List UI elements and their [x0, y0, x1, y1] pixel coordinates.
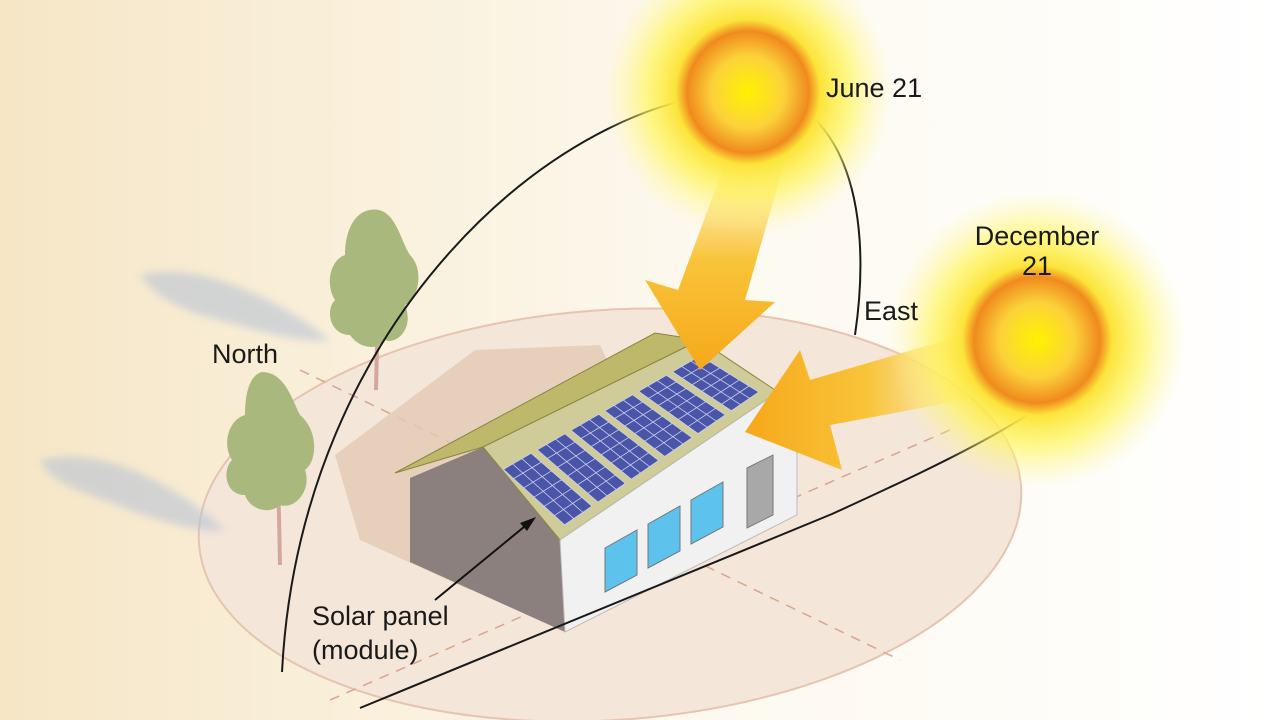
panel-cell-line	[701, 373, 730, 392]
panel-cell-line	[614, 401, 643, 419]
june-sun-icon	[603, 0, 893, 237]
panel-cell-line	[621, 452, 649, 472]
label-december-21: 21	[1022, 251, 1052, 281]
panel-cell-line	[580, 421, 609, 439]
panel-cell-line	[611, 444, 639, 464]
label-east: East	[864, 296, 919, 326]
panel-cell-line	[711, 379, 740, 399]
panel-cell-line	[590, 429, 619, 447]
panel-cell-line	[721, 385, 750, 405]
panel-cell-line	[546, 444, 608, 497]
panel-cell-line	[554, 497, 583, 516]
panel-cell-line	[687, 407, 716, 427]
panel-cell-line	[600, 437, 629, 456]
panel-cell-line	[624, 408, 653, 427]
panel-cell-line	[523, 470, 552, 489]
panel-cell-line	[647, 385, 708, 428]
panel-cell-line	[644, 423, 673, 442]
panel-cell-line	[513, 461, 542, 479]
panel-cell-line	[654, 430, 683, 450]
panel-cell-line	[557, 449, 586, 468]
panel-cell-line	[648, 381, 677, 399]
window	[647, 505, 681, 569]
panel-cell-line	[555, 438, 617, 490]
tree-back	[329, 209, 419, 391]
panel-cell-line	[547, 441, 576, 459]
panel-cell-line	[567, 458, 596, 477]
door	[746, 454, 774, 529]
panel-pointer-line	[434, 521, 531, 601]
label-north: North	[212, 339, 278, 369]
label-december: December	[975, 221, 1100, 251]
december-sun-icon	[887, 190, 1187, 490]
label-module: (module)	[312, 635, 419, 665]
panel-cell-line	[512, 463, 574, 519]
panel-cell-line	[658, 388, 687, 406]
window	[604, 529, 638, 593]
window	[690, 481, 724, 545]
label-june-21: June 21	[826, 73, 922, 103]
panel-cell-line	[577, 466, 606, 485]
house	[394, 332, 798, 633]
panel-pointer-arrowhead	[520, 517, 536, 531]
panel-cell-line	[678, 401, 706, 420]
tree-shadows	[40, 271, 330, 531]
panel-cell-line	[589, 419, 650, 468]
label-solar-panel: Solar panel	[312, 601, 449, 631]
panel-cell-line	[691, 367, 720, 386]
tree-front	[226, 372, 315, 566]
panel-cell-line	[656, 380, 717, 422]
panel-cell-line	[543, 488, 572, 507]
panel-cell-line	[580, 424, 641, 474]
house-gable-wall	[410, 447, 565, 632]
panel-cell-line	[533, 479, 562, 498]
panel-cell-line	[623, 399, 684, 445]
solar-panels	[502, 355, 760, 526]
panel-cell-line	[587, 474, 616, 494]
panel-cell-line	[681, 366, 741, 405]
panel-cell-line	[668, 394, 697, 413]
panel-cell-line	[613, 405, 675, 451]
panel-cell-line	[634, 415, 663, 434]
panel-cell-line	[521, 458, 584, 513]
